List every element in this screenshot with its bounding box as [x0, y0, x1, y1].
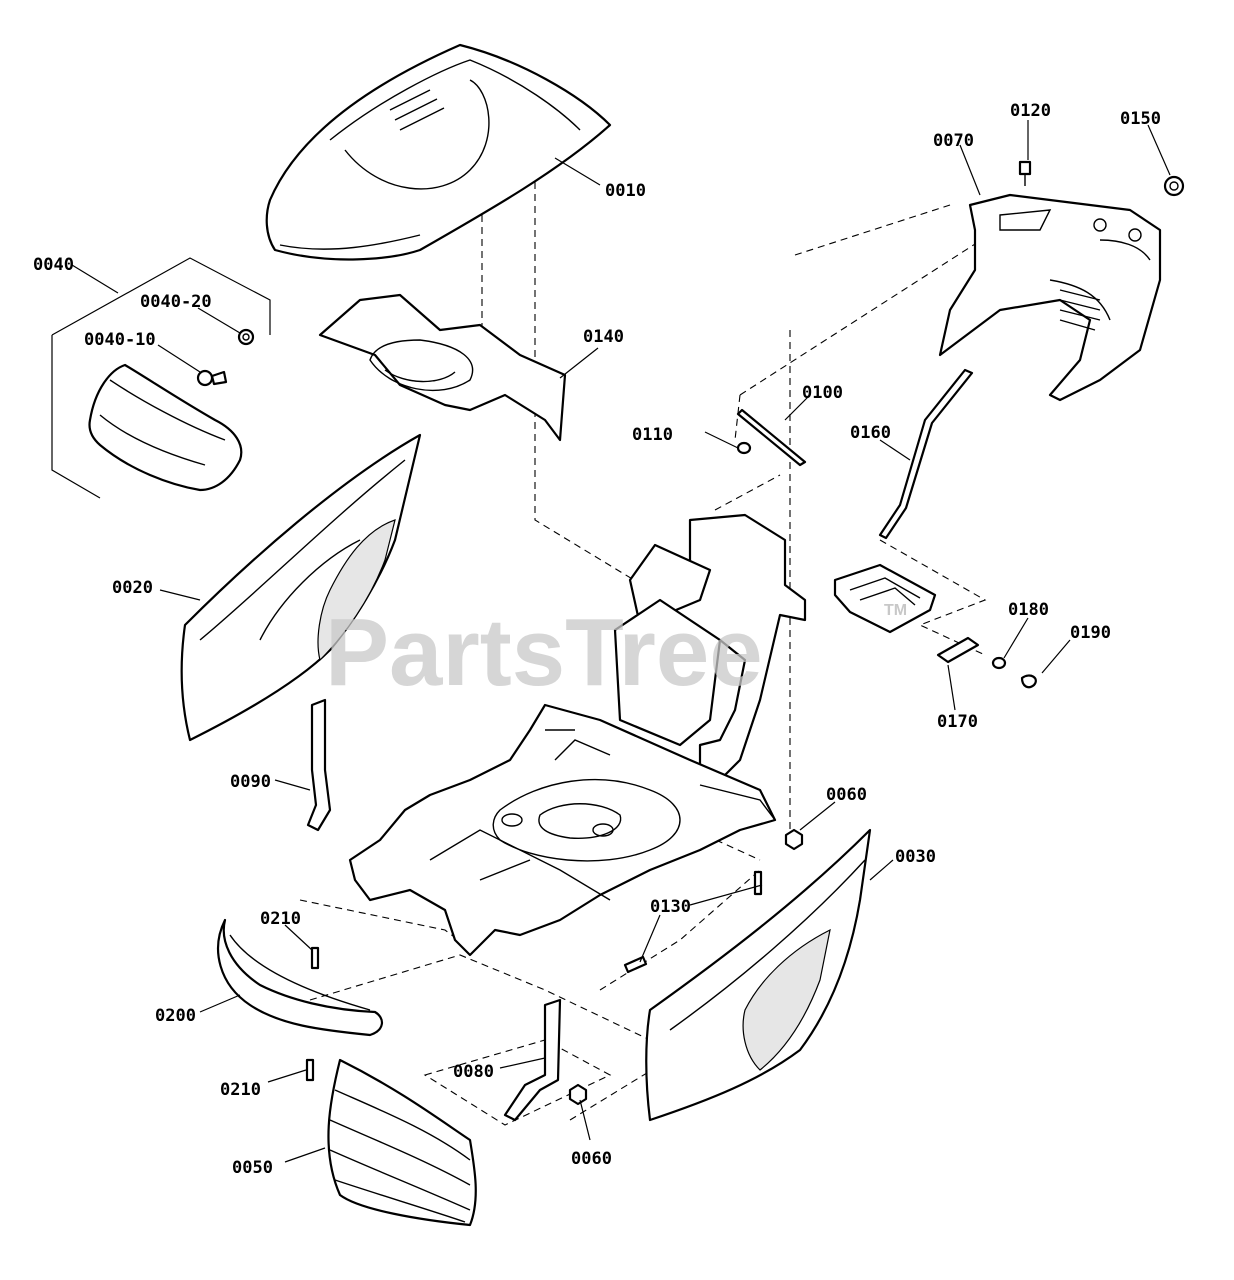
label-0190: 0190 — [1070, 623, 1111, 643]
label-0170: 0170 — [937, 712, 978, 732]
leader-lines — [71, 120, 1171, 1163]
label-0060-upper: 0060 — [826, 785, 867, 805]
label-0050: 0050 — [232, 1158, 273, 1178]
part-latch-bracket[interactable] — [833, 563, 937, 634]
label-0040-20: 0040-20 — [140, 292, 212, 312]
part-frame-chassis[interactable] — [348, 513, 807, 957]
label-0090: 0090 — [230, 772, 271, 792]
label-0140: 0140 — [583, 327, 624, 347]
part-0070-hood-nose[interactable] — [938, 193, 1162, 402]
part-0210-bolt-upper[interactable] — [310, 946, 320, 970]
part-0110-washer[interactable] — [736, 441, 752, 455]
label-0060-lower: 0060 — [571, 1149, 612, 1169]
label-0200: 0200 — [155, 1006, 196, 1026]
label-0070: 0070 — [933, 131, 974, 151]
part-0160-support-rod[interactable] — [878, 368, 974, 540]
part-0140-dash-panel[interactable] — [318, 293, 567, 442]
part-0040-headlight-assembly[interactable] — [51, 257, 271, 499]
part-0210-bolt-lower[interactable] — [305, 1058, 315, 1082]
part-0050-grille[interactable] — [327, 1058, 477, 1227]
part-0020-side-panel-left[interactable] — [180, 433, 422, 742]
part-0190-clip[interactable] — [1020, 674, 1037, 689]
label-0010: 0010 — [605, 181, 646, 201]
part-0080-bracket[interactable] — [503, 998, 562, 1122]
assembly-guide-lines — [299, 170, 1001, 1126]
label-0030: 0030 — [895, 847, 936, 867]
part-0010-hood[interactable] — [265, 43, 612, 261]
part-0150-nut[interactable] — [1163, 175, 1185, 197]
part-0130-bolt-upper[interactable] — [753, 870, 763, 896]
part-0200-bumper[interactable] — [217, 918, 383, 1037]
part-0030-side-panel-right[interactable] — [645, 828, 872, 1122]
label-0210-lower: 0210 — [220, 1080, 261, 1100]
label-0210-upper: 0210 — [260, 909, 301, 929]
watermark-tm: TM — [884, 602, 907, 619]
label-0080: 0080 — [453, 1062, 494, 1082]
label-0020: 0020 — [112, 578, 153, 598]
part-0090-bracket[interactable] — [306, 698, 332, 832]
label-0120: 0120 — [1010, 101, 1051, 121]
watermark-text: PartsTree — [325, 599, 763, 706]
part-0130-bolt-lower[interactable] — [623, 955, 648, 974]
label-0180: 0180 — [1008, 600, 1049, 620]
label-0040: 0040 — [33, 255, 74, 275]
label-0040-10: 0040-10 — [84, 330, 156, 350]
label-0130: 0130 — [650, 897, 691, 917]
watermark: PartsTree TM — [325, 599, 907, 706]
part-0170-plate[interactable] — [936, 636, 980, 664]
label-0100: 0100 — [802, 383, 843, 403]
part-labels: 0010 0040 0040-20 0040-10 0140 0070 0120… — [33, 101, 1161, 1178]
label-0110: 0110 — [632, 425, 673, 445]
part-0060-nut-upper[interactable] — [784, 828, 804, 851]
part-0100-rod[interactable] — [736, 408, 807, 467]
label-0160: 0160 — [850, 423, 891, 443]
part-0120-screw[interactable] — [1018, 160, 1032, 186]
part-0060-nut-lower[interactable] — [568, 1083, 588, 1106]
label-0150: 0150 — [1120, 109, 1161, 129]
part-0180-washer[interactable] — [991, 656, 1007, 670]
